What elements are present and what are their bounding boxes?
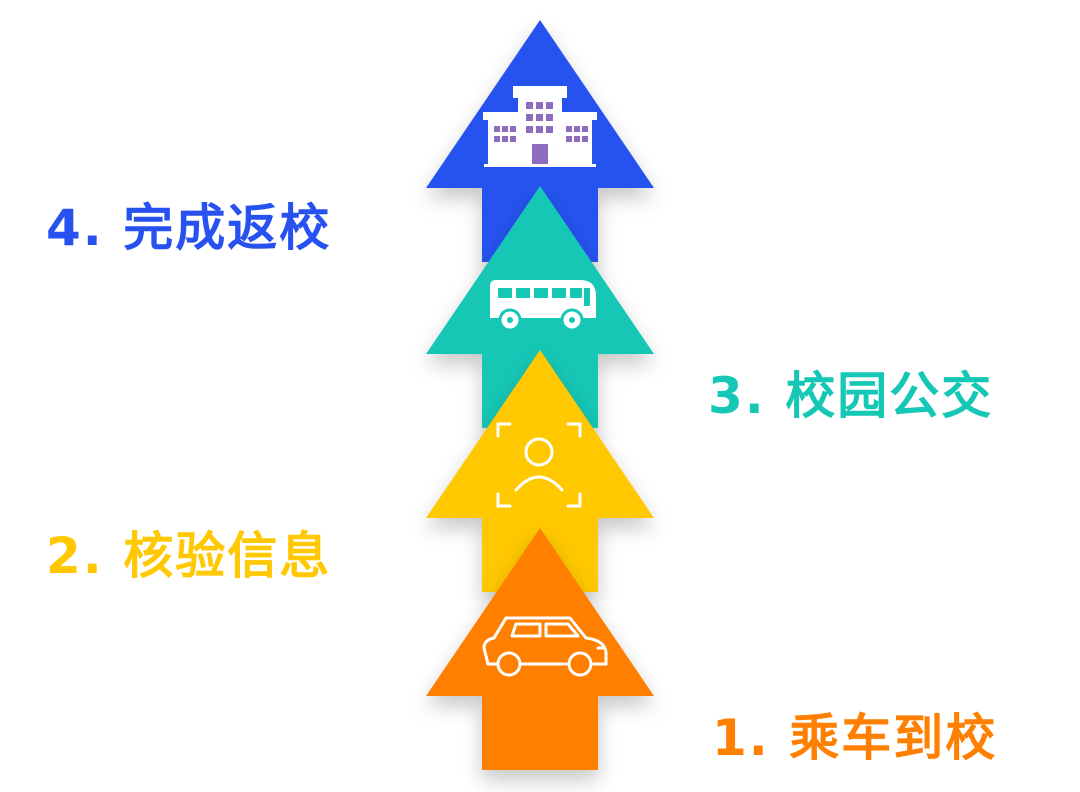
- school-building-icon: [483, 86, 597, 167]
- car-icon: [482, 616, 608, 677]
- arrow-1-shape: [426, 528, 654, 770]
- bus-icon: [490, 280, 596, 332]
- step-3-text: 校园公交: [785, 367, 994, 425]
- arrow-2-shape: [426, 350, 654, 592]
- step-2-text: 核验信息: [123, 527, 332, 585]
- arrow-step-1: [426, 528, 654, 770]
- step-4-number: 4.: [46, 199, 104, 257]
- step-2-number: 2.: [46, 527, 104, 585]
- step-1-label: 1. 乘车到校: [712, 710, 997, 766]
- arrow-step-2: [426, 350, 654, 592]
- step-2-label: 2. 核验信息: [46, 528, 331, 584]
- step-4-label: 4. 完成返校: [46, 200, 331, 256]
- face-scan-icon: [496, 422, 582, 508]
- step-3-label: 3. 校园公交: [708, 368, 993, 424]
- step-1-text: 乘车到校: [789, 709, 998, 767]
- step-1-number: 1.: [712, 709, 770, 767]
- step-4-text: 完成返校: [123, 199, 332, 257]
- step-3-number: 3.: [708, 367, 766, 425]
